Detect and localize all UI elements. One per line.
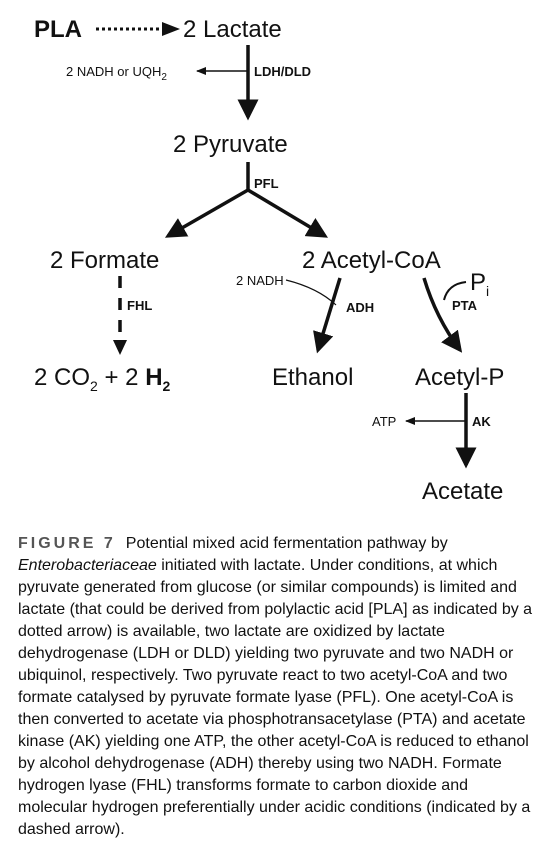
enzyme-adh: ADH [346, 300, 374, 315]
cofactor-2nadh: 2 NADH [236, 273, 284, 288]
caption-text-body: initiated with lactate. Under conditions… [18, 557, 533, 838]
cofactor-atp: ATP [372, 414, 396, 429]
cofactor-nadh-uqh2: 2 NADH or UQH2 [66, 64, 167, 83]
lactate-label: 2 Lactate [183, 16, 282, 43]
formate-label: 2 Formate [50, 247, 159, 274]
enzyme-fhl: FHL [127, 298, 152, 313]
pta-arrow [422, 277, 463, 353]
pathway-diagram: PLA 2 Lactate 2 NADH or UQH2 LDH/DLD 2 P… [34, 16, 504, 505]
nadh-curve [285, 279, 337, 306]
enzyme-pfl: PFL [254, 176, 279, 191]
acetylp-label: Acetyl-P [415, 364, 504, 391]
acetate-label: Acetate [422, 478, 503, 505]
pla-arrowhead [162, 22, 180, 36]
ethanol-label: Ethanol [272, 364, 353, 391]
enzyme-ak: AK [472, 414, 491, 429]
enzyme-pta: PTA [452, 298, 478, 313]
adh-arrow [313, 277, 342, 354]
pla-label: PLA [34, 16, 82, 43]
caption-italic-taxon: Enterobacteriaceae [18, 557, 157, 574]
pfl-to-acetylcoa-arrow [247, 188, 329, 238]
figure-label: FIGURE 7 [18, 535, 116, 552]
co2-h2-label: 2 CO2 + 2 H2 [34, 364, 171, 394]
phosphate-pi: Pi [470, 269, 489, 299]
enzyme-ldh-dld: LDH/DLD [254, 64, 311, 79]
figure-caption: FIGURE 7 Potential mixed acid fermentatio… [18, 533, 538, 841]
pyruvate-label: 2 Pyruvate [173, 131, 288, 158]
pi-curve [443, 281, 467, 301]
caption-text-start: Potential mixed acid fermentation pathwa… [125, 535, 448, 552]
fhl-arrowhead [113, 340, 127, 355]
acetylcoa-label: 2 Acetyl-CoA [302, 247, 441, 274]
pfl-to-formate-arrow [164, 188, 249, 238]
